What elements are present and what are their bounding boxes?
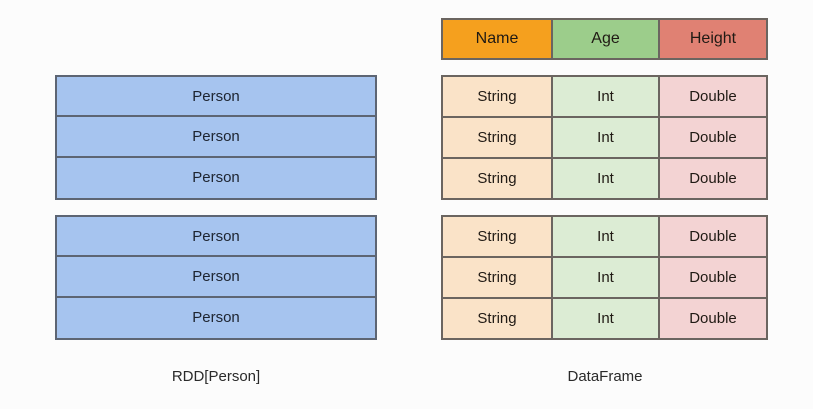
table-cell: Double [660, 118, 766, 159]
rdd-record: Person [57, 257, 375, 298]
table-cell: String [477, 170, 517, 187]
column-name: String String String [443, 77, 553, 198]
table-cell: String [443, 118, 551, 159]
table-cell: Int [553, 77, 658, 118]
rdd-record: Person [57, 157, 375, 198]
column-name: String String String [443, 217, 553, 338]
rdd-record: Person [57, 77, 375, 118]
table-cell: String [477, 310, 517, 327]
table-cell: Double [660, 217, 766, 258]
column-header-age: Age [553, 20, 660, 58]
table-cell: Int [553, 258, 658, 299]
column-age: Int Int Int [553, 217, 660, 338]
caption-dataframe: DataFrame [567, 368, 643, 385]
table-cell: String [443, 77, 551, 118]
table-cell: Int [553, 217, 658, 258]
table-cell: String [443, 217, 551, 258]
column-age: Int Int Int [553, 77, 660, 198]
rdd-record: Person [57, 297, 375, 338]
rdd-partition-group-2: Person Person Person [55, 215, 377, 340]
table-cell: Double [660, 77, 766, 118]
dataframe-partition-group-1: String String String Int Int Int Double … [441, 75, 768, 200]
table-cell: Int [597, 170, 614, 187]
table-cell: Int [597, 310, 614, 327]
column-header-height: Height [660, 20, 766, 58]
table-cell: Double [689, 310, 737, 327]
dataframe-header-row: Name Age Height [441, 18, 768, 60]
column-header-name: Name [443, 20, 553, 58]
dataframe-partition-group-2: String String String Int Int Int Double … [441, 215, 768, 340]
table-cell: Double [689, 170, 737, 187]
column-height: Double Double Double [660, 77, 766, 198]
caption-rdd: RDD[Person] [171, 368, 261, 385]
rdd-partition-group-1: Person Person Person [55, 75, 377, 200]
column-height: Double Double Double [660, 217, 766, 338]
table-cell: String [443, 258, 551, 299]
table-cell: Double [660, 258, 766, 299]
table-cell: Int [553, 118, 658, 159]
rdd-record: Person [57, 217, 375, 258]
rdd-record: Person [57, 117, 375, 158]
